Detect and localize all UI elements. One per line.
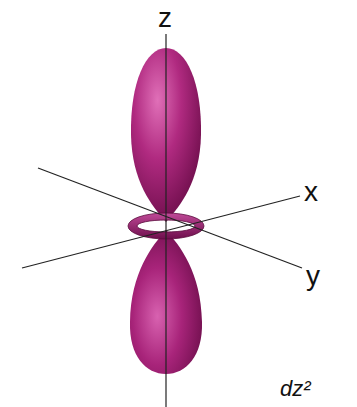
- axis-label: x: [304, 178, 318, 206]
- z-axis: [165, 34, 166, 407]
- y-axis: [38, 168, 302, 268]
- axis-label: y: [306, 262, 320, 290]
- orbital-name: dz²: [280, 378, 311, 400]
- x-axis: [22, 196, 300, 268]
- axis-label: z: [158, 4, 172, 32]
